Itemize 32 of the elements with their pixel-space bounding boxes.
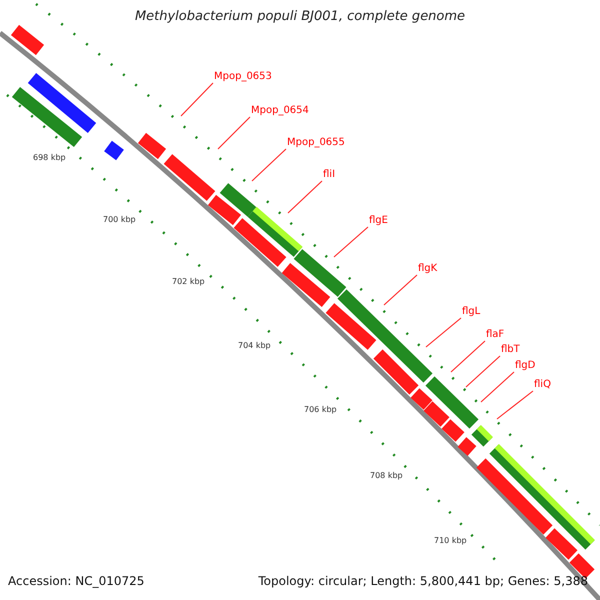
leader-line [480,372,514,402]
leader-line [426,318,462,348]
gene-label: Mpop_0655 [287,136,345,149]
gene-label: Mpop_0654 [251,104,309,117]
position-label: 706 kbp [304,405,337,415]
genome-info-text: Topology: circular; Length: 5,800,441 bp; Genes: 5,388 [258,573,588,589]
gene-label: flgK [418,262,438,275]
accession-text: Accession: NC_010725 [8,573,144,589]
position-label: 710 kbp [434,536,467,546]
leader-line [384,274,418,306]
leader-line [466,356,500,388]
position-label: 702 kbp [172,277,205,287]
leader-line [496,390,534,420]
gene-label: flaF [486,328,504,341]
gene-label: flgD [515,359,536,372]
gene-label: fliI [323,168,336,181]
gene-label: fliQ [534,378,551,391]
position-label: 700 kbp [103,215,136,225]
leader-line [334,226,368,258]
leader-line [450,340,486,372]
leader-line [180,82,214,116]
gene-label: flbT [501,343,520,356]
title: Methylobacterium populi BJ001, complete genome [134,9,466,25]
position-label: 698 kbp [33,153,66,163]
position-label: 704 kbp [238,341,271,351]
gene-label: flgE [369,214,388,227]
leader-line [288,180,322,214]
leader-line [218,116,250,150]
gene-label: flgL [462,305,480,318]
gene-label: Mpop_0653 [214,70,272,83]
position-label: 708 kbp [370,471,403,481]
leader-line [252,148,286,182]
